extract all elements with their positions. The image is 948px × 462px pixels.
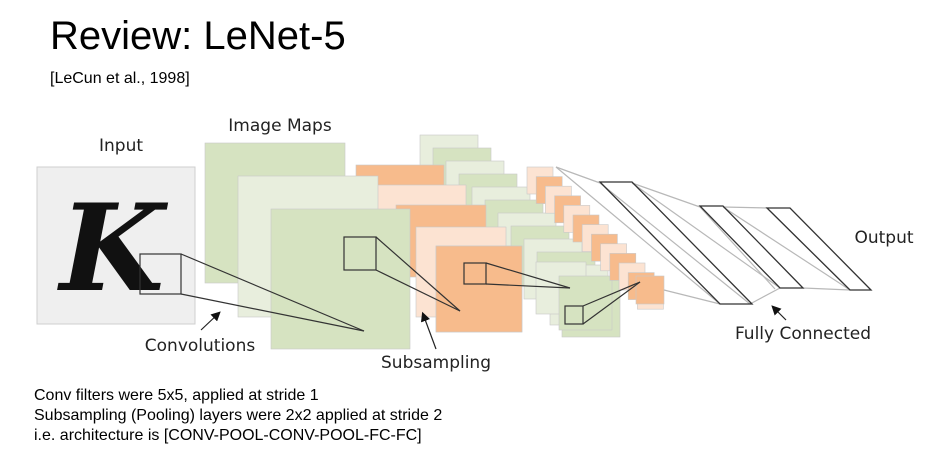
- convolutions-label: Convolutions: [145, 336, 256, 356]
- fc-connector: [599, 182, 751, 305]
- conv2-receptive-field: [564, 305, 584, 325]
- fc-connector: [749, 287, 781, 305]
- conv2-feature-map: [558, 275, 613, 331]
- notes: Conv filters were 5x5, applied at stride…: [34, 386, 442, 446]
- input-glyph: K: [57, 178, 169, 319]
- fc-connector: [722, 206, 768, 209]
- feature-map-layers: [204, 134, 665, 350]
- fc1-layer: [598, 181, 754, 305]
- citation: [LeCun et al., 1998]: [50, 70, 190, 87]
- output-label: Output: [854, 228, 913, 248]
- note-line: Subsampling (Pooling) layers were 2x2 ap…: [34, 407, 443, 424]
- pool2-connector-top: [582, 281, 641, 307]
- pool2-feature-map: [635, 275, 665, 305]
- pool1-connector-bottom: [375, 269, 461, 312]
- conv1-receptive-field: [343, 236, 377, 271]
- fc-connector: [722, 206, 851, 291]
- fc-connector: [555, 166, 601, 184]
- fully-connected-label: Fully Connected: [735, 324, 871, 344]
- image-maps-label: Image Maps: [228, 116, 332, 136]
- fully-connected-layers: [555, 166, 873, 305]
- fc-connector: [631, 182, 781, 289]
- slide-title: Review: LeNet-5: [50, 14, 346, 58]
- conv1-feature-map: [270, 208, 411, 350]
- input-label: Input: [99, 136, 143, 156]
- fc-connector: [663, 289, 721, 305]
- subsampling-label: Subsampling: [381, 353, 491, 373]
- fc2-layer: [698, 205, 805, 289]
- convolutions-arrow: [200, 311, 221, 331]
- conv2-connector-bottom: [485, 283, 571, 289]
- input-image: [36, 166, 196, 325]
- note-line: i.e. architecture is [CONV-POOL-CONV-POO…: [34, 427, 422, 444]
- fc-connector: [555, 166, 721, 305]
- conv1-connector-top: [180, 253, 365, 332]
- note-line: Conv filters were 5x5, applied at stride…: [34, 387, 319, 404]
- pool1-connector-top: [375, 236, 461, 312]
- fc-connector: [631, 182, 701, 208]
- fc-connector: [802, 287, 851, 291]
- conv2-connector-top: [485, 262, 571, 289]
- pool1-feature-map: [435, 245, 523, 333]
- output-layer: [765, 207, 873, 291]
- pool2-connector-bottom: [582, 281, 641, 325]
- input-receptive-field: [139, 253, 182, 295]
- fc-connector: [699, 206, 776, 290]
- conv1-connector-bottom: [180, 293, 365, 332]
- pool1-receptive-field: [463, 262, 487, 285]
- fully-connected-arrow: [771, 305, 787, 321]
- subsampling-arrow: [421, 311, 437, 350]
